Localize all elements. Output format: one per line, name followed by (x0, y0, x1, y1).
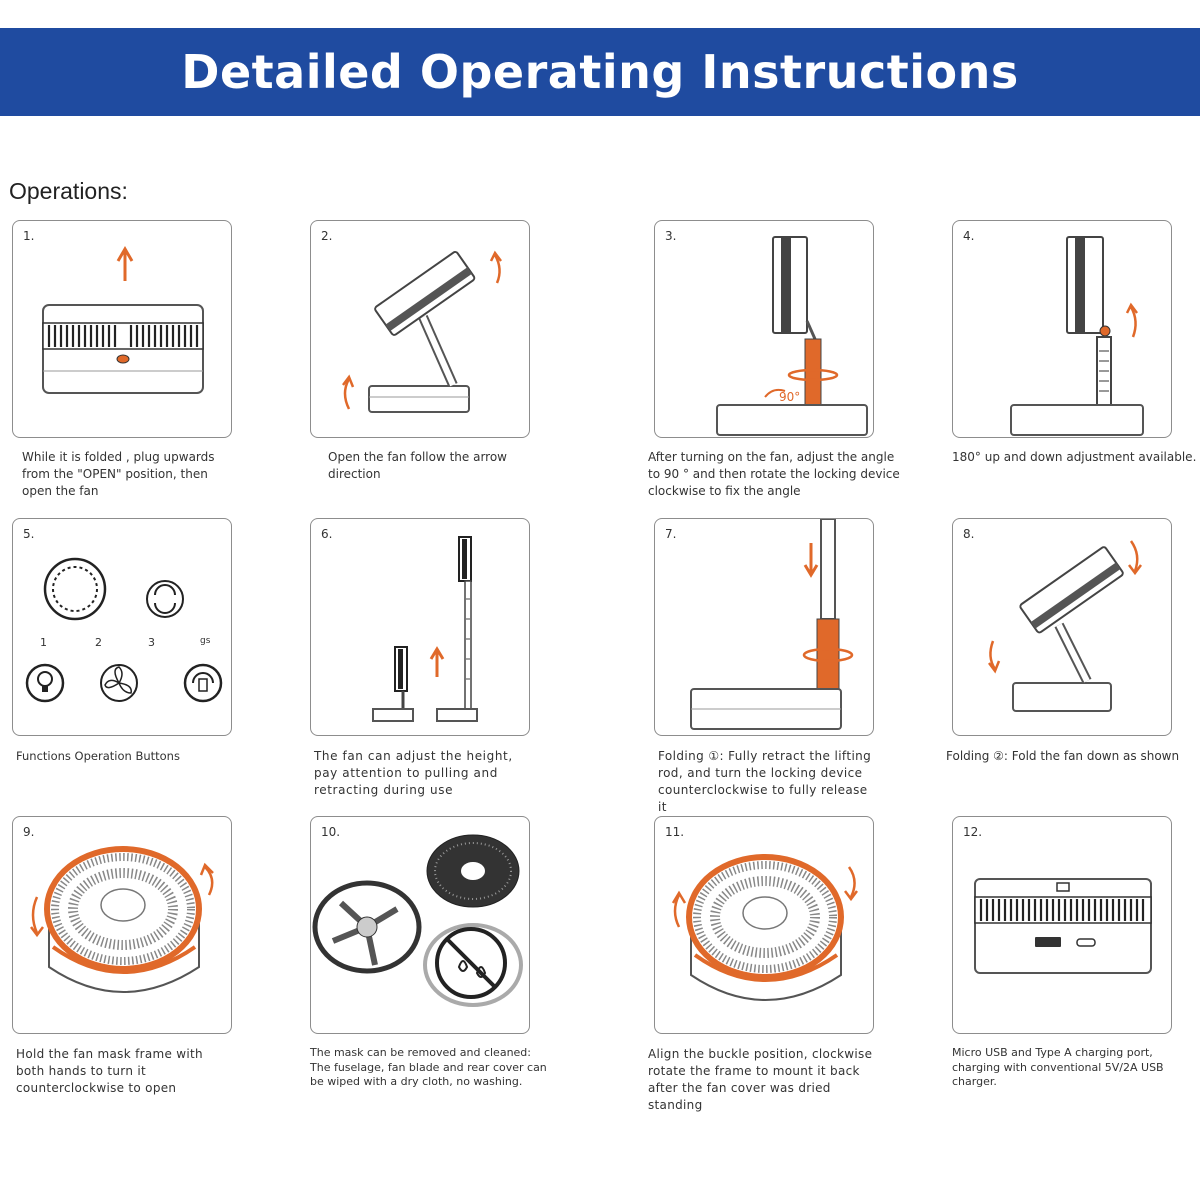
fan-angle-lock-illustration: 90° (655, 221, 875, 439)
fan-blade-part (315, 883, 419, 971)
step-1-caption: While it is folded , plug upwards from t… (22, 449, 227, 500)
step-5-panel: 5. 1 2 3 gs (12, 518, 232, 736)
step-10-caption: The mask can be removed and cleaned: The… (310, 1046, 554, 1090)
moon-timer-icon (45, 559, 105, 619)
rotate-icon (147, 581, 183, 617)
step-6-caption: The fan can adjust the height, pay atten… (314, 748, 524, 799)
page-title: Detailed Operating Instructions (181, 45, 1018, 99)
step-9-caption: Hold the fan mask frame with both hands … (16, 1046, 232, 1097)
light-bulb-icon (27, 665, 63, 701)
button-number-1: 1 (40, 636, 47, 649)
charging-port-illustration (953, 817, 1173, 1035)
step-3-caption: After turning on the fan, adjust the ang… (648, 449, 908, 500)
step-11-panel: 11. (654, 816, 874, 1034)
usb-a-port-icon (1035, 937, 1061, 947)
oscillation-icon (185, 665, 221, 701)
step-8-panel: 8. (952, 518, 1172, 736)
header-banner: Detailed Operating Instructions (0, 28, 1200, 116)
step-12-panel: 12. (952, 816, 1172, 1034)
step-8-caption: Folding ②: Fold the fan down as shown (946, 748, 1196, 765)
step-5-caption: Functions Operation Buttons (16, 748, 226, 765)
button-number-3: 3 (148, 636, 155, 649)
type-c-port-icon (1077, 939, 1095, 946)
step-9-panel: 9. (12, 816, 232, 1034)
no-washing-icon (425, 925, 521, 1005)
height-adjust-illustration (311, 519, 531, 737)
step-11-caption: Align the buckle position, clockwise rot… (648, 1046, 884, 1114)
fan-opening-illustration (311, 221, 531, 439)
fan-mask-part (427, 835, 519, 907)
fan-folded-illustration (13, 221, 233, 439)
fan-speed-icon (101, 665, 137, 701)
step-10-panel: 10. (310, 816, 530, 1034)
step-12-caption: Micro USB and Type A charging port, char… (952, 1046, 1188, 1090)
step-2-caption: Open the fan follow the arrow direction (328, 449, 528, 483)
step-1-panel: 1. (12, 220, 232, 438)
cleaning-parts-illustration (311, 817, 531, 1035)
step-4-panel: 4. (952, 220, 1172, 438)
step-7-panel: 7. (654, 518, 874, 736)
section-label: Operations: (9, 178, 128, 205)
step-4-caption: 180° up and down adjustment available. (952, 449, 1198, 466)
button-number-4: gs (200, 636, 210, 646)
step-3-panel: 3. 90° (654, 220, 874, 438)
retract-rod-illustration (655, 519, 875, 737)
fold-down-illustration (953, 519, 1173, 737)
fan-tilt-illustration (953, 221, 1173, 439)
step-2-panel: 2. (310, 220, 530, 438)
step-7-caption: Folding ①: Fully retract the lifting rod… (658, 748, 874, 816)
angle-label: 90° (779, 390, 800, 404)
mask-open-illustration (13, 817, 233, 1035)
button-number-2: 2 (95, 636, 102, 649)
step-6-panel: 6. (310, 518, 530, 736)
function-buttons-illustration (13, 519, 233, 737)
mask-mount-illustration (655, 817, 875, 1035)
